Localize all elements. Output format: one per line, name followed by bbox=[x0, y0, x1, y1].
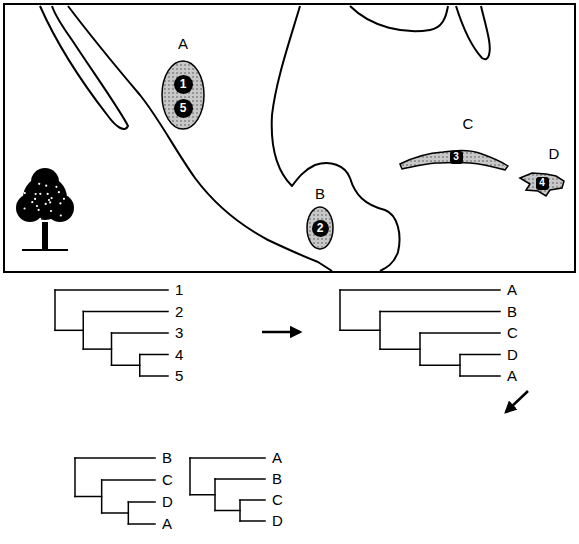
area-ellipse: A 1 5 bbox=[160, 36, 206, 130]
tip-label: 5 bbox=[175, 367, 183, 385]
tree-icon bbox=[16, 168, 74, 250]
coastline bbox=[40, 6, 490, 271]
taxon-number: 3 bbox=[453, 152, 459, 162]
island-outline bbox=[398, 116, 510, 172]
tip-label: 4 bbox=[175, 346, 183, 364]
tip-label: 3 bbox=[175, 324, 183, 342]
tip-label: C bbox=[272, 491, 283, 509]
tip-label: A bbox=[507, 281, 517, 299]
taxon-marker: 4 bbox=[536, 177, 549, 190]
tip-label: B bbox=[272, 470, 282, 488]
taxon-dot: 5 bbox=[174, 99, 193, 118]
map-frame bbox=[4, 4, 575, 272]
area-letter: B bbox=[314, 186, 326, 202]
tip-label: B bbox=[162, 449, 172, 467]
tip-label: A bbox=[272, 449, 282, 467]
area-ellipse: B2 bbox=[305, 186, 335, 250]
tip-label: A bbox=[162, 515, 172, 533]
island-area: C3 bbox=[398, 116, 510, 172]
tip-label: 1 bbox=[175, 281, 183, 299]
taxon-number: 2 bbox=[317, 222, 324, 234]
island-outline bbox=[516, 146, 570, 198]
taxon-dot: 1 bbox=[174, 75, 193, 94]
tip-label: 2 bbox=[175, 303, 183, 321]
tip-label: D bbox=[507, 346, 518, 364]
taxon-dot: 2 bbox=[312, 220, 329, 237]
tip-label: B bbox=[507, 303, 517, 321]
tip-label: D bbox=[162, 493, 173, 511]
tip-label: C bbox=[162, 471, 173, 489]
step-arrow bbox=[262, 331, 300, 334]
area-letter: C bbox=[462, 116, 475, 132]
area-letter: D bbox=[548, 146, 561, 162]
tip-label: D bbox=[272, 512, 283, 530]
taxon-marker: 3 bbox=[450, 151, 463, 164]
cladogram-branches bbox=[55, 290, 500, 524]
step-arrow bbox=[506, 391, 528, 412]
taxon-number: 1 bbox=[180, 78, 187, 90]
island-area: D4 bbox=[516, 146, 570, 198]
taxon-number: 4 bbox=[539, 178, 545, 188]
taxon-number: 5 bbox=[180, 102, 187, 114]
tip-label: C bbox=[507, 324, 518, 342]
tip-label: A bbox=[507, 367, 517, 385]
area-letter: A bbox=[177, 36, 189, 52]
